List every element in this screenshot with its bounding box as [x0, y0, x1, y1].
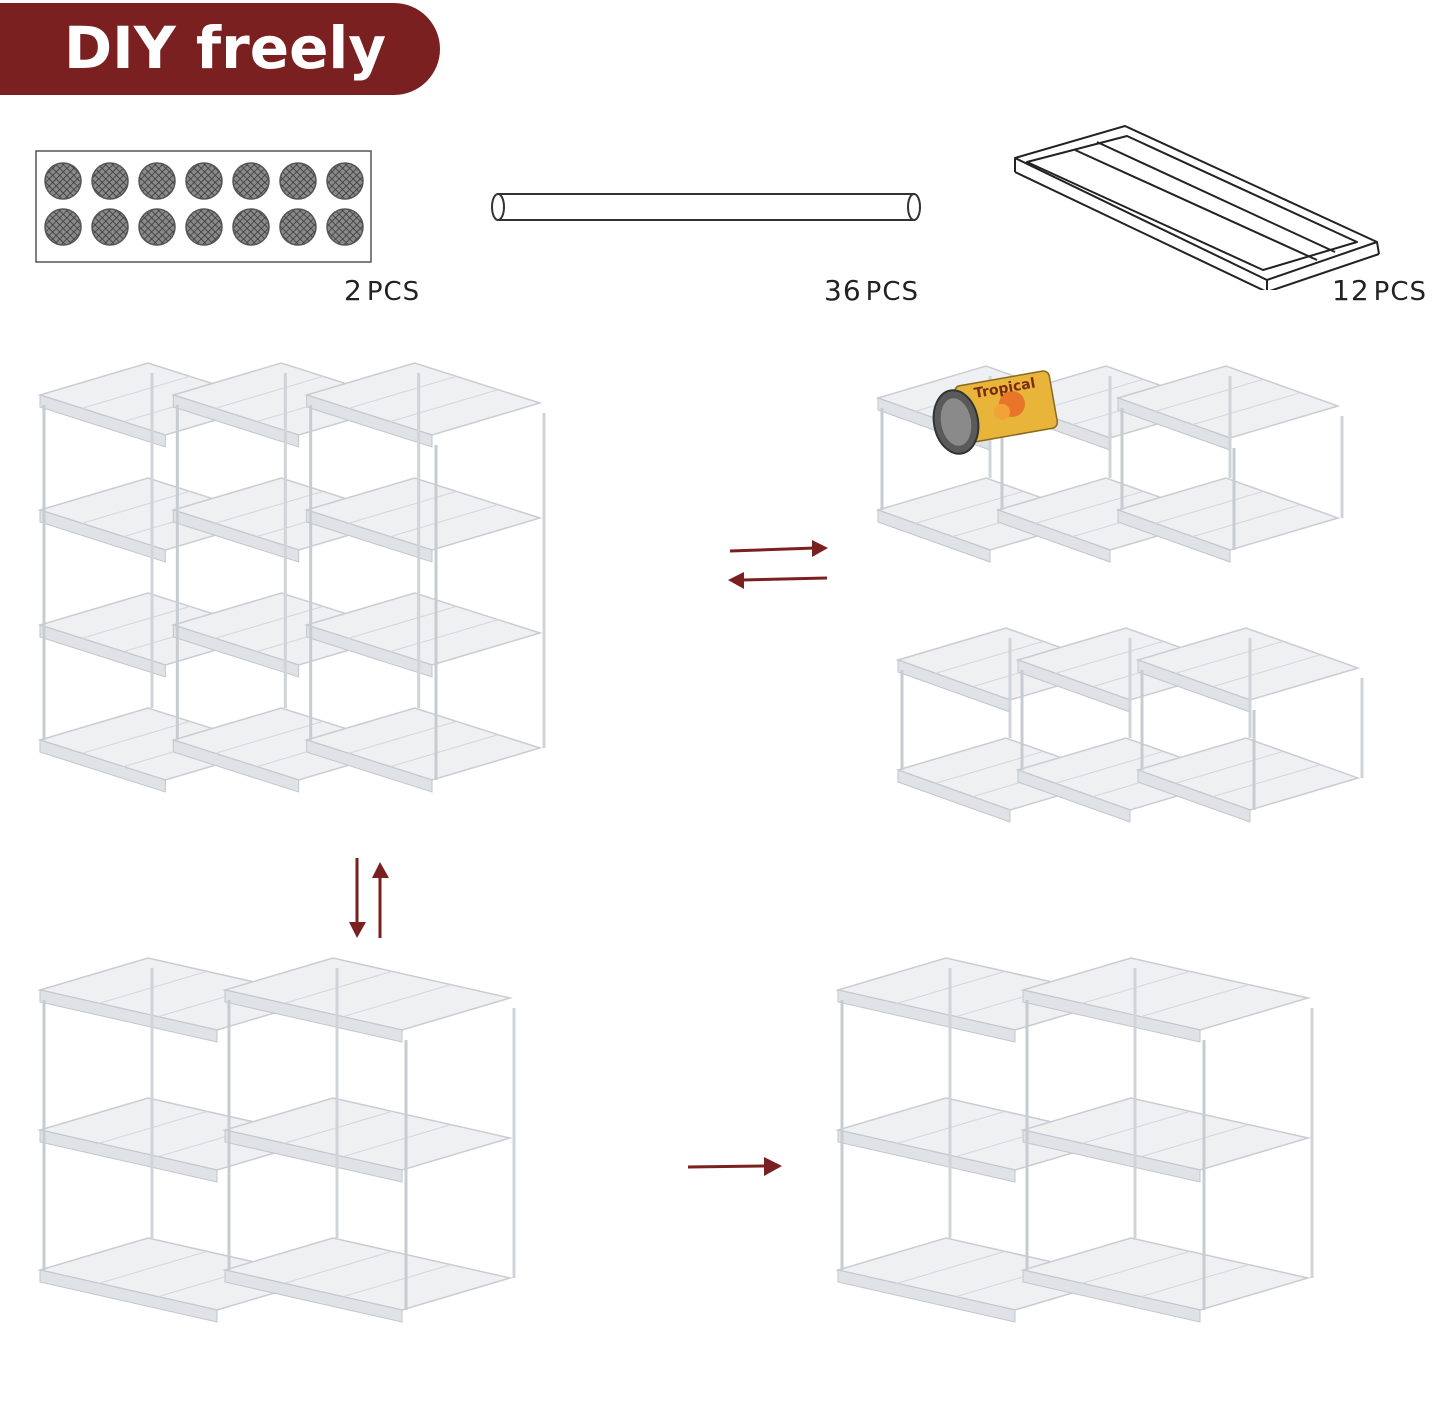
tray-divider: [1081, 1250, 1191, 1284]
shelf-unit: [895, 627, 1364, 823]
tray-divider: [348, 720, 457, 754]
tray-divider: [342, 1264, 452, 1298]
tray-divider: [1140, 984, 1250, 1018]
tray-divider: [915, 490, 1024, 524]
tray-divider: [348, 490, 457, 524]
felt-pad-icon: [185, 162, 223, 200]
support-rod-icon: [491, 193, 921, 221]
tray-shelf: [1020, 1097, 1311, 1171]
felt-pad-icon: [138, 162, 176, 200]
tray-lip: [39, 394, 166, 448]
tray-divider: [81, 490, 190, 524]
tray-divider: [81, 720, 190, 754]
tray-divider: [342, 984, 452, 1018]
tray-divider: [81, 605, 190, 639]
felt-pad-icon: [44, 208, 82, 246]
count-value: 12: [1332, 274, 1370, 307]
tray-shelf: [222, 1097, 513, 1171]
tray-shelf: [222, 957, 513, 1031]
felt-pad-icon: [279, 162, 317, 200]
tray-divider: [390, 619, 499, 653]
tray-divider: [348, 605, 457, 639]
swap-arrow-vertical-icon: [349, 858, 389, 938]
count-value: 36: [824, 274, 862, 307]
felt-pad-icon: [279, 208, 317, 246]
felt-pad-icon: [185, 208, 223, 246]
shelf-unit: [37, 362, 546, 793]
felt-pad-icon: [138, 208, 176, 246]
tray-divider: [214, 720, 324, 754]
tray-divider: [81, 375, 190, 409]
felt-pad-icon: [326, 208, 364, 246]
tray-divider: [283, 1250, 393, 1284]
tray-lip: [39, 739, 166, 793]
tray-shelf: [222, 1237, 513, 1311]
tray-shelf: [304, 592, 543, 666]
tray-divider: [214, 605, 324, 639]
arrow-right-icon: [687, 1157, 782, 1176]
shelf-unit: [835, 957, 1314, 1323]
tray-divider: [348, 375, 457, 409]
swap-arrow-horizontal-icon: [728, 540, 828, 589]
tray-divider: [1055, 750, 1164, 784]
tray-divider: [342, 1124, 452, 1158]
tray-divider: [1192, 504, 1301, 538]
tray-divider: [1212, 764, 1321, 798]
shelf-unit: [37, 957, 516, 1323]
tray-divider: [1035, 490, 1144, 524]
tray-divider: [935, 750, 1044, 784]
tray-divider: [390, 734, 499, 768]
tray-shelf-icon: [1014, 125, 1380, 290]
count-unit: PCS: [865, 277, 919, 307]
tray-divider: [1175, 750, 1284, 784]
tray-divider: [1055, 640, 1164, 674]
tray-divider: [1175, 640, 1284, 674]
title-banner: DIY freely: [0, 3, 440, 95]
tray-divider: [390, 504, 499, 538]
tray-divider: [214, 375, 324, 409]
felt-pad-icon: [91, 162, 129, 200]
tray-shelf: [1135, 627, 1361, 701]
felt-pad-icon: [232, 208, 270, 246]
tray-shelf: [1115, 477, 1341, 551]
tray-shelf: [304, 477, 543, 551]
tray-divider: [214, 490, 324, 524]
tray-shelf: [1020, 1237, 1311, 1311]
tray-divider: [1192, 392, 1301, 426]
count-unit: PCS: [366, 277, 421, 307]
count-unit: PCS: [1373, 277, 1427, 307]
count-value: 2: [344, 274, 363, 307]
banner-title: DIY freely: [64, 14, 387, 82]
tray-divider: [98, 1250, 208, 1284]
felt-pad-icon: [326, 162, 364, 200]
tray-shelf: [1135, 737, 1361, 811]
tray-divider: [1212, 654, 1321, 688]
tray-divider: [1155, 490, 1264, 524]
tray-divider: [1155, 378, 1264, 412]
tray-lip: [39, 624, 166, 678]
felt-pad-icon: [91, 208, 129, 246]
tray-divider: [896, 1250, 1006, 1284]
tray-shelf: [304, 707, 543, 781]
felt-pad-icon: [232, 162, 270, 200]
tray-shelf: [1115, 365, 1341, 439]
felt-pad-icon: [44, 162, 82, 200]
tray-shelf: [1020, 957, 1311, 1031]
tray-shelf: [304, 362, 543, 436]
tray-lip: [39, 509, 166, 563]
tray-divider: [1140, 1264, 1250, 1298]
felt-pad-sheet-icon: [35, 150, 372, 263]
tray-divider: [935, 640, 1044, 674]
tray-divider: [390, 389, 499, 423]
tray-divider: [1140, 1124, 1250, 1158]
